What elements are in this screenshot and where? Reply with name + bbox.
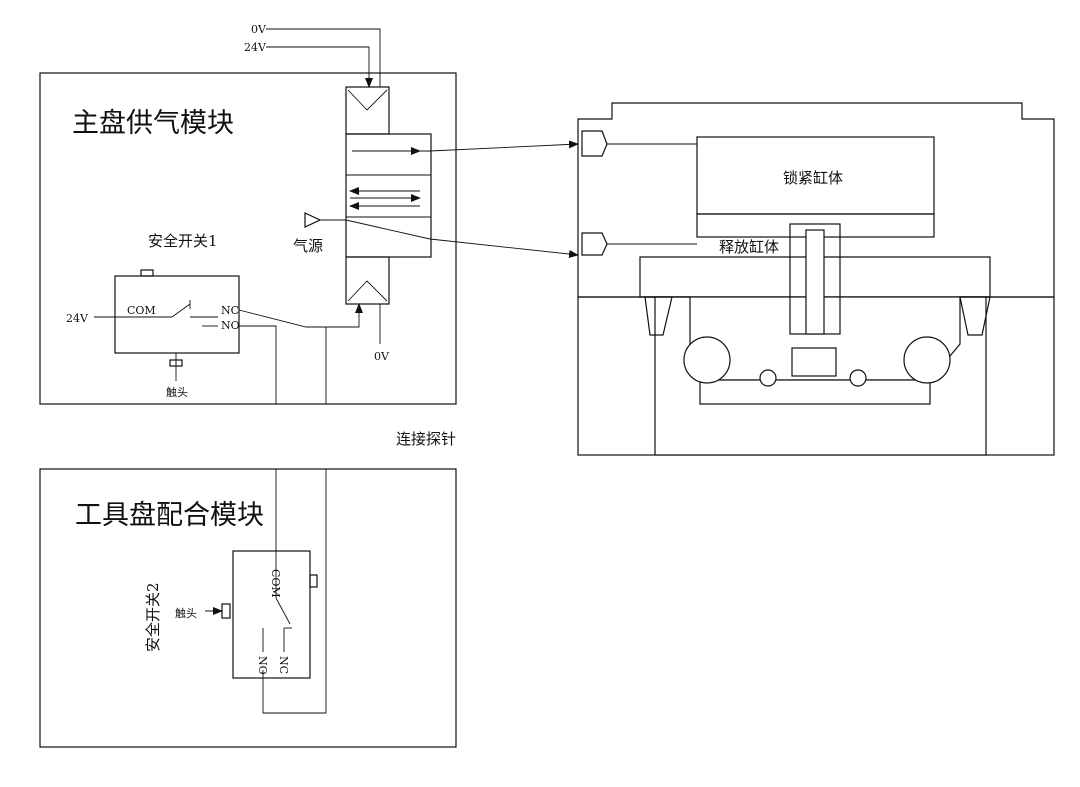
label-0v-top: 0V — [251, 23, 267, 36]
safety-switch-2 — [205, 550, 318, 679]
air-source-icon — [304, 212, 322, 228]
main-module-frame — [39, 72, 457, 405]
air-source-label: 气源 — [293, 237, 323, 255]
lock-cylinder-label: 锁紧缸体 — [783, 169, 843, 187]
wire-24v-top — [266, 46, 373, 88]
switch2-label: 安全开关2 — [144, 582, 162, 652]
tool-module-frame — [39, 468, 457, 748]
switch1-no: NO — [221, 319, 240, 332]
switch2-com: COM — [269, 569, 282, 598]
switch1-contact: 触头 — [166, 385, 188, 399]
switch1-24v: 24V — [66, 312, 89, 325]
probe-label: 连接探针 — [396, 430, 456, 448]
switch1-nc: NC — [221, 304, 239, 317]
safety-switch-1 — [94, 269, 240, 381]
solenoid-valve — [345, 86, 432, 305]
main-module-title: 主盘供气模块 — [72, 108, 234, 139]
switch1-com: COM — [127, 304, 156, 317]
pipe-lock — [429, 140, 579, 152]
switch2-nc: NC — [277, 656, 290, 674]
tool-module-title: 工具盘配合模块 — [75, 500, 264, 531]
label-0v-bottom: 0V — [374, 350, 390, 363]
wire-0v-top — [266, 28, 381, 87]
lock-mechanism-section — [577, 102, 1055, 456]
switch2-contact: 触头 — [175, 606, 197, 620]
release-cylinder-label: 释放缸体 — [719, 238, 779, 256]
label-24v-top: 24V — [244, 41, 267, 54]
switch2-no: NO — [256, 656, 269, 675]
wire-probe-link — [262, 469, 327, 714]
wire-nc-to-valve — [238, 303, 363, 328]
wire-no-down — [239, 325, 277, 404]
pipe-release — [345, 219, 579, 259]
switch1-label: 安全开关1 — [148, 232, 218, 250]
